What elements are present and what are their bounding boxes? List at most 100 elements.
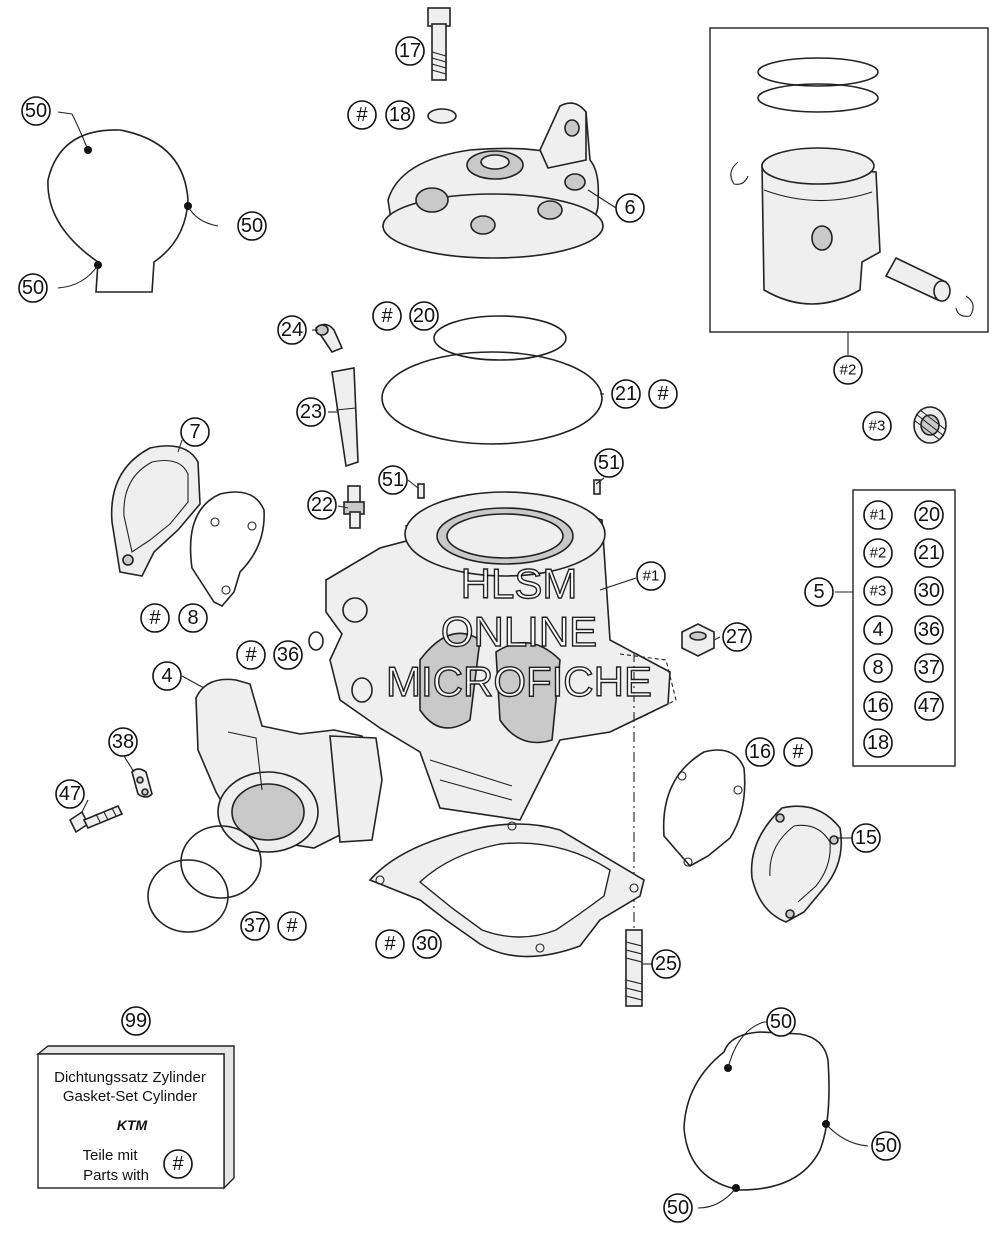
- callout-hash-30: #: [375, 929, 405, 959]
- svg-text:50: 50: [241, 215, 263, 237]
- svg-text:5: 5: [813, 581, 824, 603]
- callout-50-e: 50: [871, 1131, 901, 1161]
- svg-text:99: 99: [125, 1010, 147, 1032]
- water-pump-gasket-bottom: [683, 1021, 869, 1209]
- washer: [427, 108, 457, 124]
- kit-item-8: 8: [863, 653, 893, 683]
- svg-text:50: 50: [667, 1197, 689, 1219]
- svg-text:#: #: [356, 104, 368, 126]
- callout-51-b: 51: [594, 448, 624, 478]
- dowel-pin-left: [417, 483, 425, 499]
- kit-item-16: 16: [863, 691, 893, 721]
- svg-text:15: 15: [855, 827, 877, 849]
- callout-30: 30: [412, 929, 442, 959]
- svg-text:17: 17: [399, 40, 421, 62]
- o-ring-20: [433, 315, 567, 361]
- control-gasket: [189, 491, 265, 607]
- svg-text:18: 18: [389, 104, 411, 126]
- exhaust-control-gasket: [662, 749, 746, 868]
- callout-23: 23: [296, 397, 326, 427]
- callout-8: 8: [178, 603, 208, 633]
- callout-hash-37: #: [277, 911, 307, 941]
- water-hose: [331, 367, 359, 468]
- callout-50-c: 50: [18, 273, 48, 303]
- svg-text:8: 8: [872, 657, 883, 679]
- svg-text:#: #: [172, 1153, 184, 1175]
- flange-nut: [681, 623, 715, 657]
- svg-text:7: 7: [189, 421, 200, 443]
- kit-item-37: 37: [914, 653, 944, 683]
- svg-text:#: #: [149, 607, 161, 629]
- callout-hash-18: #: [347, 100, 377, 130]
- callout-21: 21: [611, 379, 641, 409]
- svg-text:4: 4: [161, 665, 172, 687]
- callout-50-d: 50: [766, 1007, 796, 1037]
- svg-text:16: 16: [749, 741, 771, 763]
- cylinder-head: [382, 102, 604, 259]
- gasket-set-box: Dichtungssatz Zylinder Gasket-Set Cylind…: [36, 1045, 235, 1190]
- watermark-line-1: HLSM: [461, 560, 578, 607]
- watermark-line-2: ONLINE: [441, 608, 597, 655]
- watermark-line-3: MICROFICHE: [386, 658, 652, 705]
- svg-text:22: 22: [311, 494, 333, 516]
- piston-ring-2: [757, 83, 879, 113]
- kit-item-part-1: #1: [863, 500, 893, 530]
- callout-part-1: #1: [636, 561, 666, 591]
- kit-item-36: 36: [914, 615, 944, 645]
- svg-text:30: 30: [416, 933, 438, 955]
- cylinder: [325, 491, 671, 821]
- kit-item-part-2: #2: [863, 538, 893, 568]
- kit-item-part-3: #3: [863, 576, 893, 606]
- callout-part-2: #2: [833, 355, 863, 385]
- svg-text:24: 24: [281, 319, 303, 341]
- kit-item-21: 21: [914, 538, 944, 568]
- plate-38: [131, 768, 153, 798]
- callout-17: 17: [395, 36, 425, 66]
- callout-7: 7: [180, 417, 210, 447]
- base-gasket: [368, 821, 645, 958]
- exhaust-control-cover: [750, 805, 843, 923]
- svg-text:#1: #1: [643, 568, 660, 585]
- svg-text:21: 21: [615, 383, 637, 405]
- svg-text:50: 50: [25, 100, 47, 122]
- watermark: HLSM ONLINE MICROFICHE: [385, 559, 652, 705]
- svg-text:#3: #3: [870, 583, 887, 600]
- callout-15: 15: [851, 823, 881, 853]
- callout-4: 4: [152, 661, 182, 691]
- svg-text:27: 27: [726, 626, 748, 648]
- o-ring-36: [308, 631, 324, 651]
- callout-50-b: 50: [237, 211, 267, 241]
- callout-27: 27: [722, 622, 752, 652]
- svg-text:50: 50: [22, 277, 44, 299]
- callout-38: 38: [108, 727, 138, 757]
- kit-item-4: 4: [863, 615, 893, 645]
- kit-item-20: 20: [914, 500, 944, 530]
- gasket-box-line3: Teile mit: [82, 1147, 138, 1164]
- svg-text:37: 37: [918, 657, 940, 679]
- head-bolt: [427, 7, 451, 81]
- kit-item-30: 30: [914, 576, 944, 606]
- svg-text:#: #: [245, 644, 257, 666]
- svg-text:#2: #2: [840, 362, 857, 379]
- piston: [761, 147, 881, 305]
- callout-hash-box: #: [163, 1149, 193, 1179]
- svg-text:18: 18: [867, 732, 889, 754]
- svg-text:51: 51: [598, 452, 620, 474]
- svg-text:37: 37: [244, 915, 266, 937]
- kit-item-18: 18: [863, 728, 893, 758]
- dowel-pin-right: [593, 479, 601, 495]
- needle-bearing: [913, 406, 947, 444]
- callout-37: 37: [240, 911, 270, 941]
- gasket-box-line4: Parts with: [83, 1167, 149, 1184]
- callout-hash-21: #: [648, 379, 678, 409]
- svg-text:47: 47: [59, 783, 81, 805]
- svg-text:50: 50: [770, 1011, 792, 1033]
- bleed-nipple: [343, 485, 365, 529]
- svg-text:4: 4: [872, 619, 883, 641]
- svg-text:20: 20: [413, 305, 435, 327]
- svg-text:#1: #1: [870, 507, 887, 524]
- callout-part-3: #3: [862, 411, 892, 441]
- gasket-box-line2: Gasket-Set Cylinder: [63, 1088, 197, 1105]
- svg-text:#: #: [381, 305, 393, 327]
